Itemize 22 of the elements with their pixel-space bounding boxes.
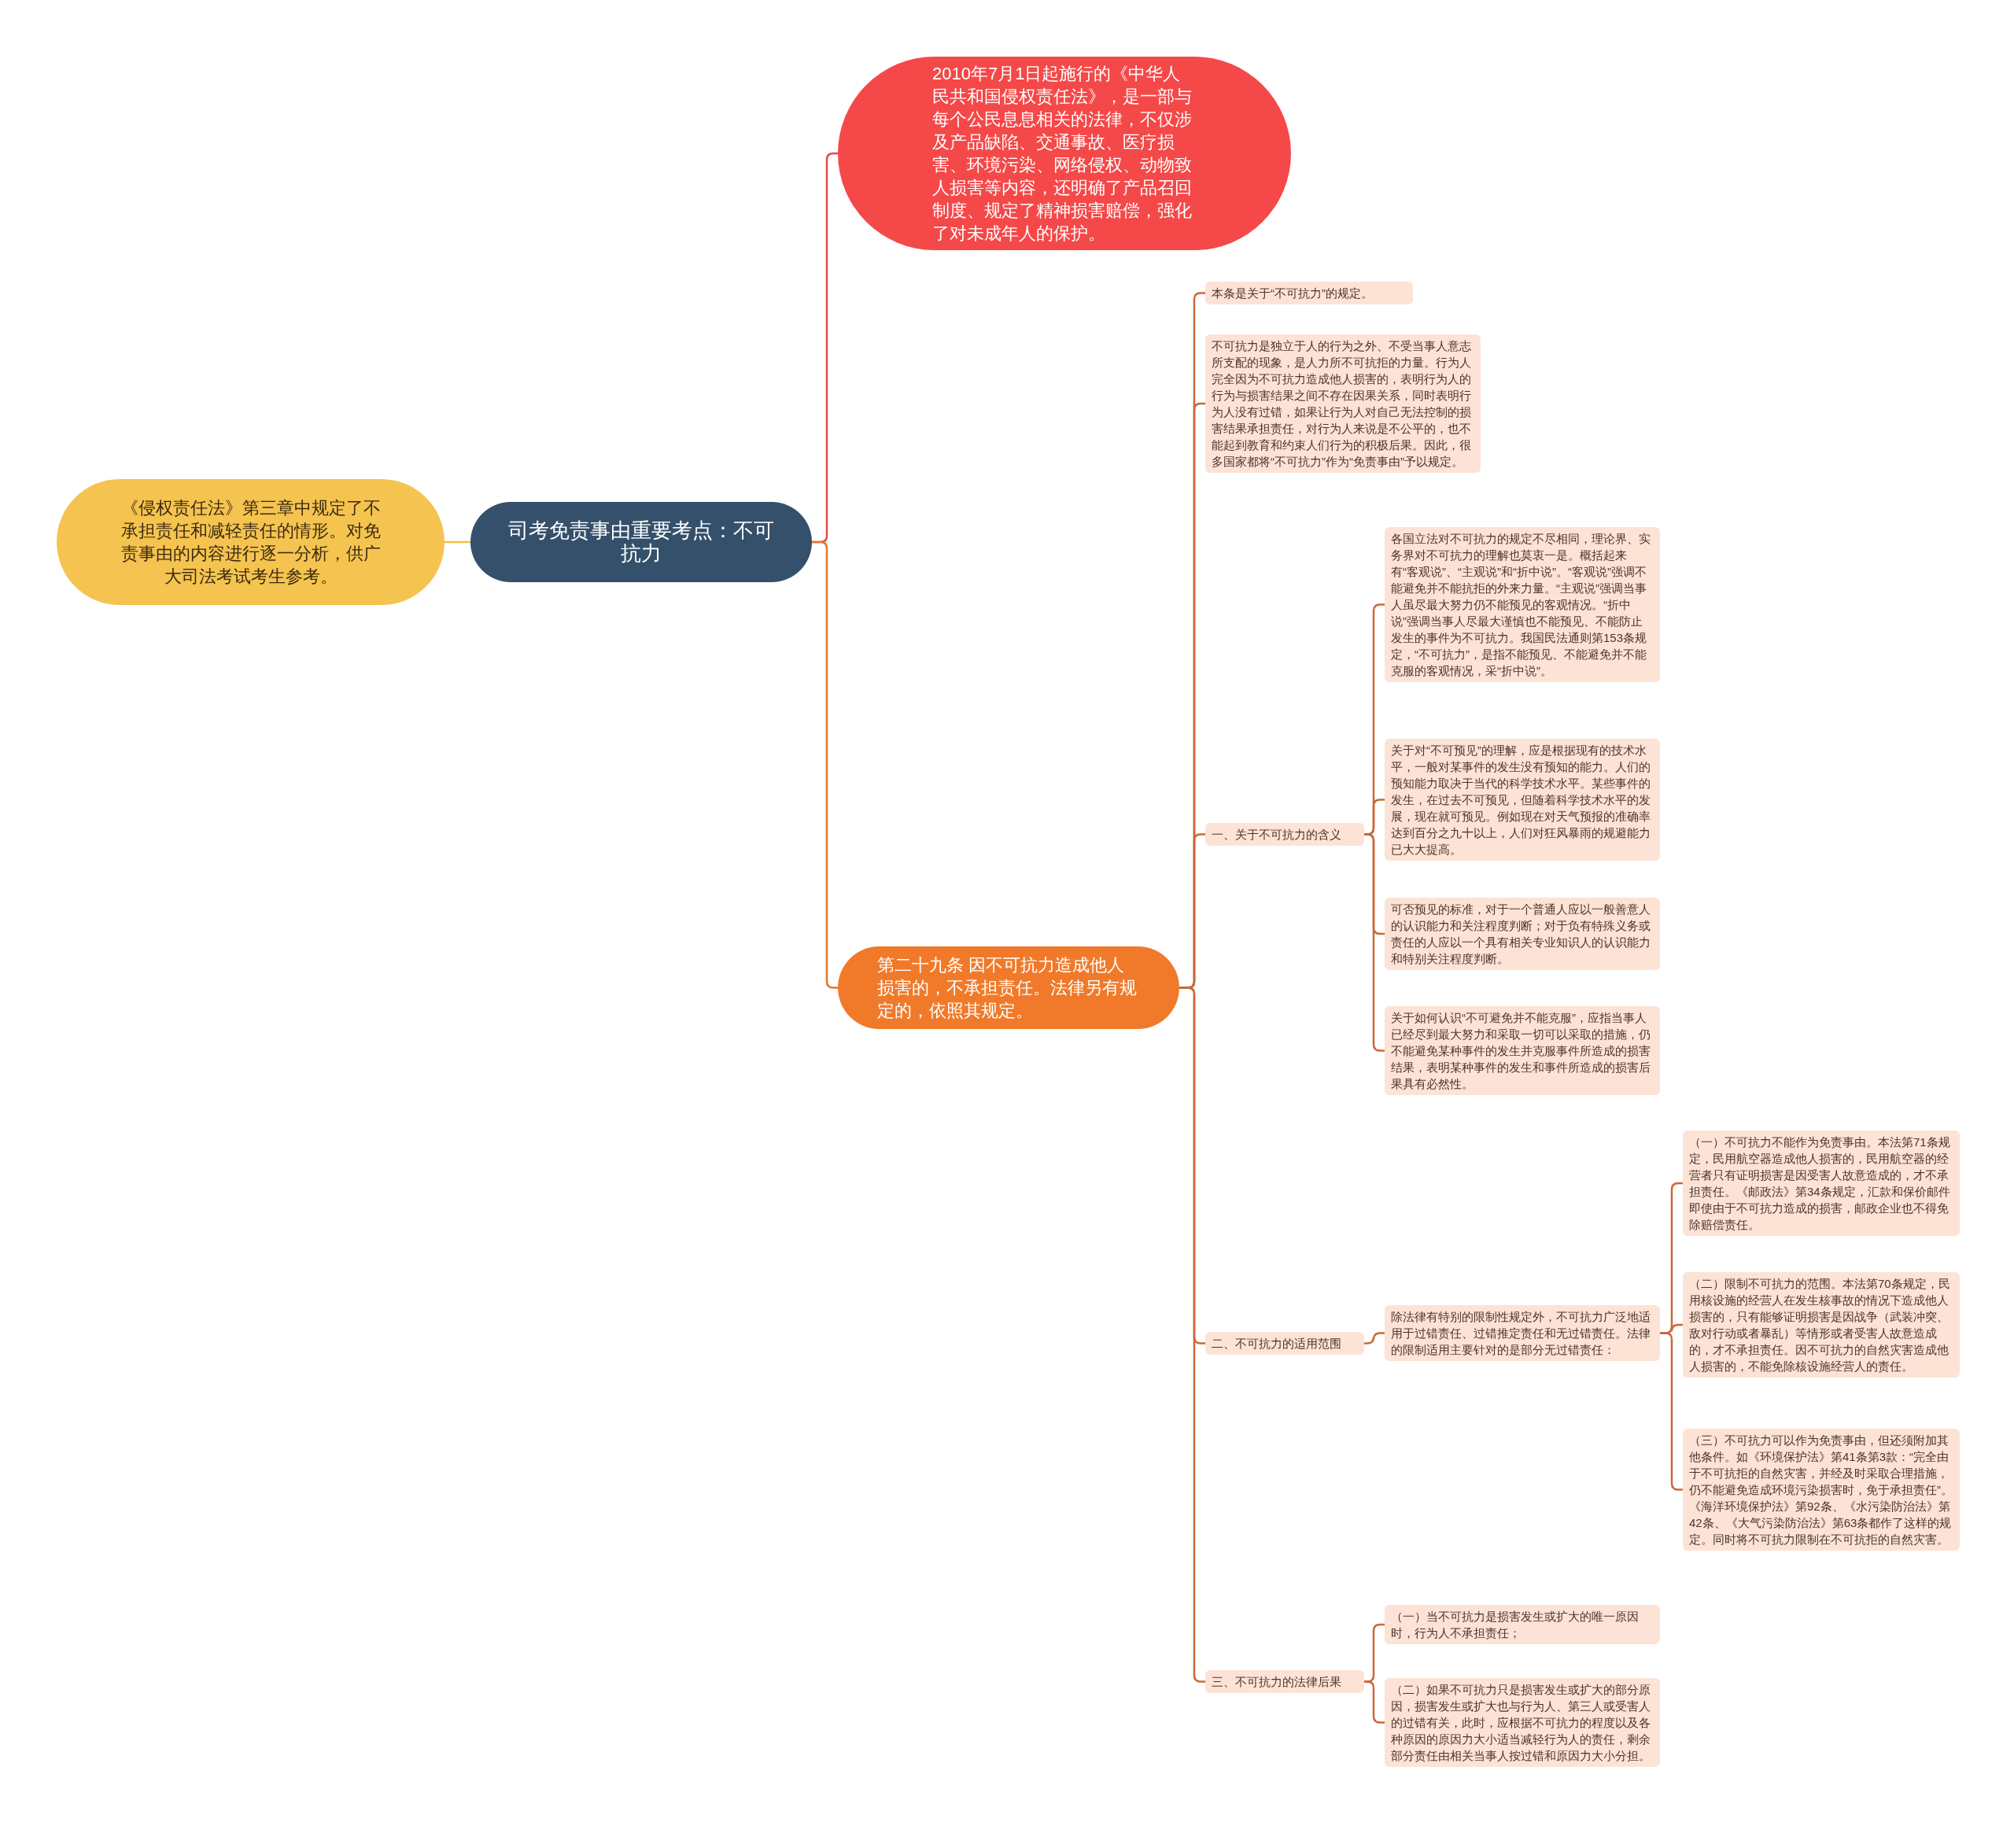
connector-line — [1364, 1680, 1385, 1724]
branch-label: 三、不可抗力的法律后果 — [1205, 1670, 1364, 1693]
note-card: 本条是关于“不可抗力”的规定。 — [1205, 282, 1413, 304]
connector-line — [444, 540, 470, 544]
note-card: （二）限制不可抗力的范围。本法第70条规定，民用核设施的经营人在发生核事故的情况下造成他人损害的，只有能够证明损害是因战争（武装冲突、敌对行动或者暴乱）等情形或者受害人故意造成的，才不承担责任。因不可抗力的自然灾害造成他人损害的，不能免除核设施经营人的责任。 — [1683, 1272, 1960, 1378]
note-card: 关于对“不可预见”的理解，应是根据现有的技术水平，一般对某事件的发生没有预知的能力。人们的预知能力取决于当代的科学技术水平。某些事件的发生，在过去不可预见，但随着科学技术水平的发展，现在就可预见。例如现在对天气预报的准确率达到百分之九十以上，人们对狂风暴雨的规避能力已大大提高。 — [1385, 739, 1660, 861]
note-card: 各国立法对不可抗力的规定不尽相同，理论界、实务界对不可抗力的理解也莫衷一是。概括起来有“客观说”、“主观说”和“折中说”。“客观说”强调不能避免并不能抗拒的外来力量。“主观说”强调当事人虽尽最大努力仍不能预见的客观情况。“折中说”强调当事人尽最大谨慎也不能预见、不能防止发生的事件为不可抗力。我国民法通则第153条规定，“不可抗力”，是指不能预见、不能避免并不能克服的客观情况，采“折中说”。 — [1385, 527, 1660, 682]
note-card: （二）如果不可抗力只是损害发生或扩大的部分原因，损害发生或扩大也与行为人、第三人或受害人的过错有关，此时，应根据不可抗力的程度以及各种原因的原因力大小适当减轻行为人的责任，剩余部分责任由相关当事人按过错和原因力大小分担。 — [1385, 1678, 1660, 1767]
connector-line — [1364, 1332, 1385, 1345]
branch-label: 一、关于不可抗力的含义 — [1205, 823, 1364, 846]
root-topic: 司考免责事由重要考点：不可抗力 — [470, 502, 812, 582]
note-card: 除法律有特别的限制性规定外，不可抗力广泛地适用于过错责任、过错推定责任和无过错责任。法律的限制适用主要针对的是部分无过错责任： — [1385, 1305, 1660, 1361]
note-card: 关于如何认识“不可避免并不能克服”，应指当事人已经尽到最大努力和采取一切可以采取的措施，仍不能避免某种事件的发生并克服事件所造成的损害结果，表明某种事件的发生和事件所造成的损害后果具有必然性。 — [1385, 1006, 1660, 1095]
topic-bubble: 《侵权责任法》第三章中规定了不承担责任和减轻责任的情形。对免责事由的内容进行逐一分析，供广大司法考试考生参考。 — [57, 479, 444, 605]
branch-label: 二、不可抗力的适用范围 — [1205, 1332, 1364, 1355]
note-card: （一）不可抗力不能作为免责事由。本法第71条规定，民用航空器造成他人损害的，民用航空器的经营者只有证明损害是因受害人故意造成的，才不承担责任。《邮政法》第34条规定，汇款和保价邮件即使由于不可抗力造成的损害，邮政企业也不得免除赔偿责任。 — [1683, 1131, 1960, 1236]
topic-bubble: 第二十九条 因不可抗力造成他人损害的，不承担责任。法律另有规定的，依照其规定。 — [838, 946, 1179, 1029]
note-card: （三）不可抗力可以作为免责事由，但还须附加其他条件。如《环境保护法》第41条第3款：“完全由于不可抗拒的自然灾害，并经及时采取合理措施，仍不能避免造成环境污染损害时，免于承担责任”。《海洋环境保护法》第92条、《水污染防治法》第42条、《大气污染防治法》第63条都作了这样的规定。同时将不可抗力限制在不可抗拒的自然灾害。 — [1683, 1429, 1960, 1551]
note-card: （一）当不可抗力是损害发生或扩大的唯一原因时，行为人不承担责任； — [1385, 1605, 1660, 1644]
note-card: 可否预见的标准，对于一个普通人应以一般善意人的认识能力和关注程度判断；对于负有特殊义务或责任的人应以一个具有相关专业知识人的认识能力和特别关注程度判断。 — [1385, 898, 1660, 970]
topic-bubble: 2010年7月1日起施行的《中华人民共和国侵权责任法》，是一部与每个公民息息相关的法律，不仅涉及产品缺陷、交通事故、医疗损害、环境污染、网络侵权、动物致人损害等内容，还明确了产品召回制度、规定了精神损害赔偿，强化了对未成年人的保护。 — [838, 57, 1291, 250]
note-card: 不可抗力是独立于人的行为之外、不受当事人意志所支配的现象，是人力所不可抗拒的力量。行为人完全因为不可抗力造成他人损害的，表明行为人的行为与损害结果之间不存在因果关系，同时表明行为人没有过错，如果让行为人对自己无法控制的损害结果承担责任，对行为人来说是不公平的，也不能起到教育和约束人们行为的积极后果。因此，很多国家都将“不可抗力”作为“免责事由”予以规定。 — [1205, 334, 1481, 473]
